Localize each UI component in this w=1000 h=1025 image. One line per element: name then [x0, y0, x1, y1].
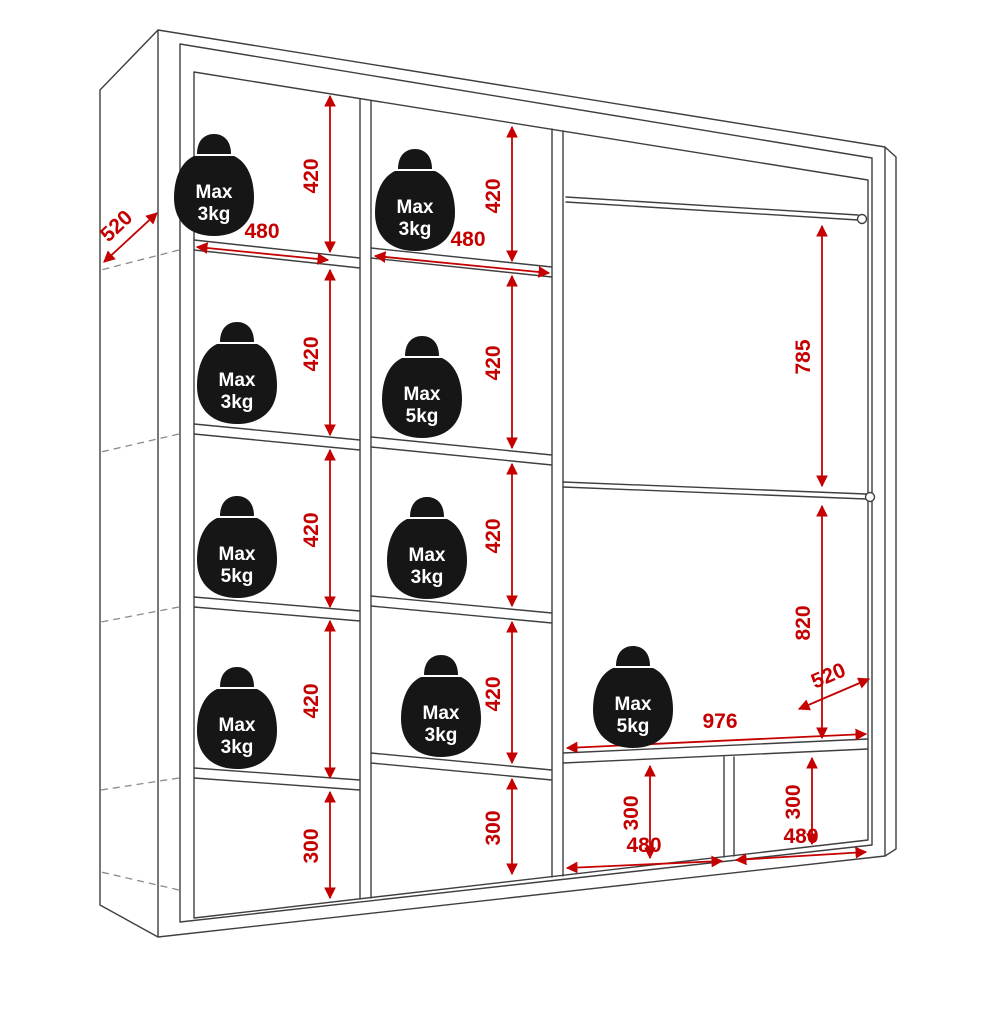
dimension-label: 480 — [450, 228, 485, 251]
weight-knob — [220, 667, 254, 687]
weight-knob — [197, 134, 231, 154]
dimension-label: 420 — [300, 512, 323, 547]
weight-body — [401, 677, 481, 757]
dimension-middle-shelf-3-height: 420 — [482, 462, 518, 608]
dimension-label: 480 — [244, 220, 279, 243]
dimension-middle-shelf-4-height: 420 — [482, 620, 518, 765]
weight-body — [197, 344, 277, 424]
weight-body — [593, 668, 673, 748]
dimension-label: 420 — [482, 345, 505, 380]
dimension-right-bottom-right-height: 300 — [782, 756, 818, 846]
weight-icon: Max 3kg — [174, 134, 254, 236]
dimension-left-shelf-2-height: 420 — [300, 268, 336, 437]
weight-knob — [405, 336, 439, 356]
dimension-label: 420 — [300, 683, 323, 718]
dimension-label: 420 — [482, 518, 505, 553]
weight-icon: Max 5kg — [593, 646, 673, 748]
weight-body — [387, 519, 467, 599]
weight-label-line1: Max — [219, 715, 256, 736]
weight-label-line1: Max — [404, 384, 441, 405]
dimension-line — [103, 212, 158, 263]
dimension-left-bottom-height: 300 — [300, 790, 336, 900]
dimension-label: 820 — [792, 605, 815, 640]
dimension-line — [734, 846, 868, 866]
dimension-line — [195, 242, 330, 265]
weight-label-line2: 5kg — [221, 566, 254, 587]
weight-knob — [220, 322, 254, 342]
interior-box — [193, 71, 869, 919]
dimension-line — [797, 677, 871, 711]
dimension-middle-column-width: 480 — [373, 228, 551, 278]
weight-label-line1: Max — [615, 694, 652, 715]
dimension-label: 976 — [702, 710, 737, 733]
dimension-right-shelf-width: 976 — [565, 710, 868, 754]
dimension-line — [565, 855, 724, 874]
weight-body — [197, 689, 277, 769]
dimension-label: 300 — [620, 795, 643, 830]
weight-label-line1: Max — [196, 182, 233, 203]
dimension-label: 420 — [482, 676, 505, 711]
weight-label-line1: Max — [409, 545, 446, 566]
dimension-middle-shelf-1-height: 420 — [482, 125, 518, 263]
weight-body — [197, 518, 277, 598]
dimension-left-shelf-3-height: 420 — [300, 448, 336, 609]
hanging-rails — [562, 196, 867, 500]
weight-label-line2: 5kg — [617, 716, 650, 737]
dimension-line — [565, 728, 868, 754]
dimension-hanging-upper-height: 785 — [792, 224, 828, 488]
weight-label-line1: Max — [397, 197, 434, 218]
weight-knob — [398, 149, 432, 169]
max-load-weights: Max 3kg Max 3kg Max 5kg Max 3kg Max 3kg — [174, 134, 673, 769]
dimension-label: 785 — [792, 339, 815, 374]
weight-label-line2: 3kg — [425, 725, 458, 746]
inner-frame — [179, 43, 873, 923]
weight-icon: Max 3kg — [375, 149, 455, 251]
weight-label-line2: 3kg — [411, 567, 444, 588]
dimension-left-column-width: 480 — [195, 220, 330, 265]
dimension-label: 300 — [482, 810, 505, 845]
dimension-middle-shelf-2-height: 420 — [482, 274, 518, 450]
dimension-label: 480 — [626, 834, 661, 857]
weight-body — [382, 358, 462, 438]
weight-knob — [220, 496, 254, 516]
weight-icon: Max 5kg — [197, 496, 277, 598]
outer-frame — [99, 29, 897, 938]
weight-knob — [410, 497, 444, 517]
weight-knob — [616, 646, 650, 666]
dimension-label: 300 — [782, 784, 805, 819]
weight-icon: Max 3kg — [197, 322, 277, 424]
dimension-middle-bottom-height: 300 — [482, 777, 518, 876]
dimension-left-shelf-4-height: 420 — [300, 619, 336, 780]
weight-label-line2: 3kg — [221, 392, 254, 413]
dimension-right-bottom-right-width: 480 — [734, 825, 868, 866]
rail-end-cap — [864, 491, 876, 503]
dimension-left-shelf-1-height: 420 — [300, 94, 336, 254]
dimension-label: 300 — [300, 828, 323, 863]
weight-icon: Max 3kg — [401, 655, 481, 757]
vertical-dividers — [359, 98, 564, 900]
weight-label-line2: 3kg — [198, 204, 231, 225]
weight-body — [174, 156, 254, 236]
dimension-right-bottom-left-height: 300 — [620, 764, 656, 860]
weight-label-line1: Max — [219, 370, 256, 391]
dimension-right-bottom-left-width: 480 — [565, 834, 724, 874]
weight-label-line1: Max — [423, 703, 460, 724]
weight-icon: Max 3kg — [387, 497, 467, 599]
weight-label-line1: Max — [219, 544, 256, 565]
weight-icon: Max 5kg — [382, 336, 462, 438]
rail-end-cap — [856, 213, 868, 225]
weight-icon: Max 3kg — [197, 667, 277, 769]
weight-body — [375, 171, 455, 251]
dimension-line — [373, 251, 551, 278]
weight-label-line2: 5kg — [406, 406, 439, 427]
weight-knob — [424, 655, 458, 675]
dimension-label: 420 — [482, 178, 505, 213]
weight-label-line2: 3kg — [399, 219, 432, 240]
dimension-label: 420 — [300, 336, 323, 371]
dimension-label: 420 — [300, 158, 323, 193]
dimension-label: 480 — [783, 825, 818, 848]
weight-label-line2: 3kg — [221, 737, 254, 758]
